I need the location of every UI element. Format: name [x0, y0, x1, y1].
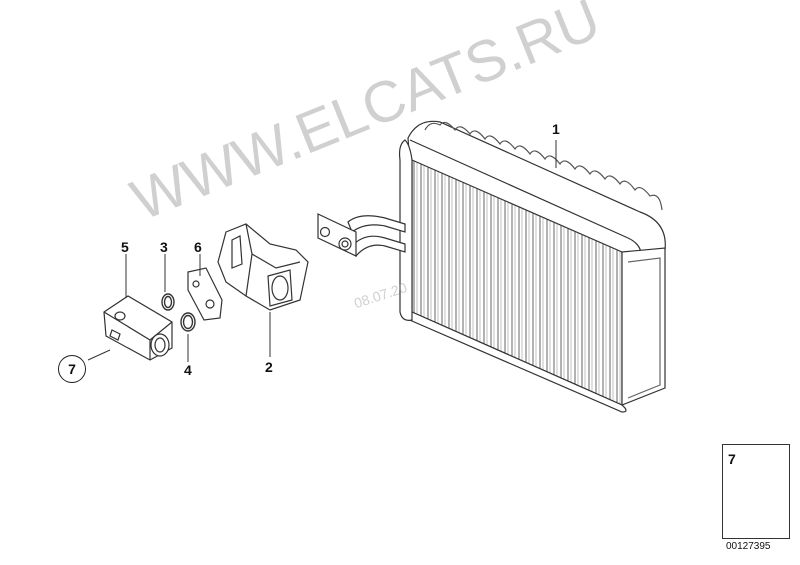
evaporator-pipes [317, 213, 406, 258]
part-number-7-callout: 7 [58, 355, 86, 383]
part-number-1: 1 [552, 121, 560, 137]
part-number-6: 6 [194, 239, 202, 255]
part-number-2: 2 [265, 359, 273, 375]
evaporator-core [398, 120, 666, 413]
leader-lines [87, 140, 557, 362]
valve-housing [217, 223, 309, 311]
part-number-3: 3 [160, 239, 168, 255]
legend-part-number: 7 [728, 451, 736, 467]
o-rings [161, 293, 196, 332]
part-number-4: 4 [184, 362, 192, 378]
gasket-plate [187, 267, 223, 321]
legend-box [722, 444, 790, 539]
part-number-5: 5 [121, 239, 129, 255]
document-number: 00127395 [726, 541, 771, 552]
expansion-valve [103, 295, 173, 361]
